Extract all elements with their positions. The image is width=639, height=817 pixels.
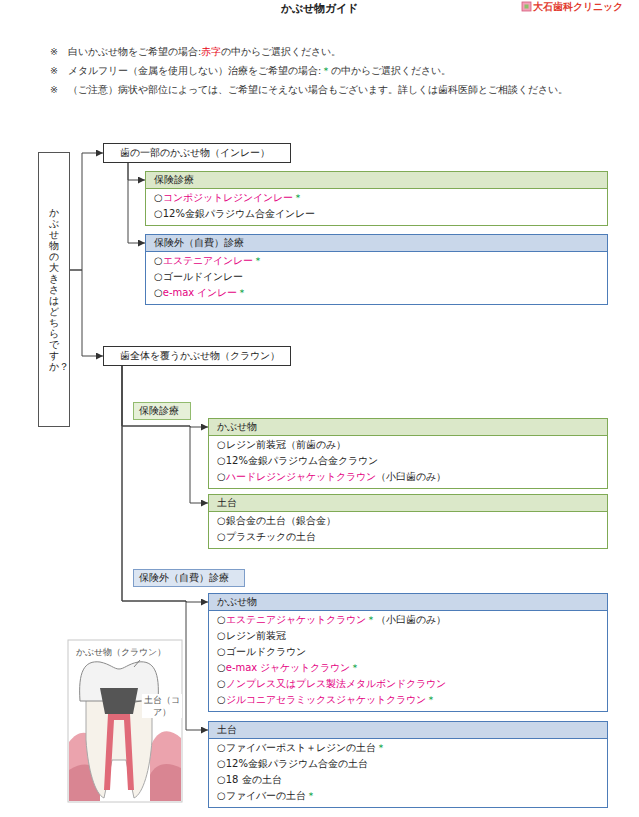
note-text: 赤字 xyxy=(201,46,221,57)
gum xyxy=(150,731,181,801)
tree-connector xyxy=(122,366,208,503)
tooth-illustration xyxy=(68,640,182,802)
tree-connector xyxy=(128,163,145,243)
question-box: かぶせ物の大きさはどちらですか？ xyxy=(38,152,70,427)
question-text: かぶせ物の大きさはどちらですか？ xyxy=(49,207,59,372)
option-item: ○レジン前装冠（前歯のみ） xyxy=(209,437,607,453)
note-line: ※（ご注意）病状や部位によっては、ご希望にそえない場合もございます。詳しくは歯科… xyxy=(50,84,568,97)
category-text: 歯の一部のかぶせ物（インレー） xyxy=(120,147,284,159)
note-mark: ※ xyxy=(50,46,68,57)
option-group: かぶせ物○エステニアジャケットクラウン＊（小臼歯のみ）○レジン前装冠○ゴールドク… xyxy=(208,593,608,712)
option-group: 土台○ファイバーポスト＋レジンの土台＊○12%金銀パラジウム合金の土台○18 金… xyxy=(208,721,608,808)
note-mark: ※ xyxy=(50,65,68,76)
option-item: ○エステニアインレー＊ xyxy=(146,253,607,269)
note-text: 白いかぶせ物をご希望の場合: xyxy=(68,46,201,57)
tag-text: 保険外（自費）診療 xyxy=(139,572,239,584)
option-item: ○ファイバーの土台＊ xyxy=(209,788,607,807)
tag-text: 保険診療 xyxy=(139,405,185,417)
illustration-frame xyxy=(68,640,182,802)
tree-connector xyxy=(128,163,145,180)
clinic-logo: 大石歯科クリニック xyxy=(533,1,623,14)
option-item: ○ファイバーポスト＋レジンの土台＊ xyxy=(209,740,607,756)
option-item: ○ノンプレス又はプレス製法メタルボンドクラウン xyxy=(209,676,607,692)
group-heading: 保険診療 xyxy=(146,172,607,189)
option-item: ○e-max インレー＊ xyxy=(146,285,607,304)
group-heading: 保険外（自費）診療 xyxy=(146,235,607,252)
part-label: かぶせ物（クラウン） xyxy=(76,646,166,658)
note-mark: ※ xyxy=(50,84,68,95)
option-item: ○銀合金の土台（銀合金） xyxy=(209,513,607,529)
option-item: ○e-max ジャケットクラウン＊ xyxy=(209,660,607,676)
option-item: ○プラスチックの土台 xyxy=(209,529,607,548)
option-group: 土台○銀合金の土台（銀合金）○プラスチックの土台 xyxy=(208,494,608,549)
part-label: 土台（コア） xyxy=(142,694,182,718)
group-heading: かぶせ物 xyxy=(209,419,607,436)
option-item: ○ハードレジンジャケットクラウン（小臼歯のみ） xyxy=(209,469,607,488)
insurance-tag: 保険診療 xyxy=(133,402,191,420)
option-group: かぶせ物○レジン前装冠（前歯のみ）○12%金銀パラジウム合金クラウン○ハードレジ… xyxy=(208,418,608,489)
option-item: ○12%金銀パラジウム合金の土台 xyxy=(209,756,607,772)
category-box: 歯の一部のかぶせ物（インレー） xyxy=(103,143,291,163)
leader-line xyxy=(135,701,141,702)
note-text: ＊ xyxy=(321,65,331,76)
option-item: ○コンポジットレジンインレー＊ xyxy=(146,190,607,206)
option-item: ○12%金銀パラジウム合金クラウン xyxy=(209,453,607,469)
note-text: （ご注意）病状や部位によっては、ご希望にそえない場合もございます。詳しくは歯科医… xyxy=(68,84,568,95)
option-group: 保険外（自費）診療○エステニアインレー＊○ゴールドインレー○e-max インレー… xyxy=(145,234,608,305)
pulp xyxy=(104,714,134,790)
category-box: 歯全体を覆うかぶせ物（クラウン） xyxy=(103,346,291,366)
note-text: の中からご選択ください。 xyxy=(331,65,451,76)
option-item: ○エステニアジャケットクラウン＊（小臼歯のみ） xyxy=(209,612,607,628)
leader-line xyxy=(134,660,140,667)
option-item: ○12%金銀パラジウム合金インレー xyxy=(146,206,607,225)
option-item: ○ジルコニアセラミックスジャケットクラウン＊ xyxy=(209,692,607,711)
group-heading: かぶせ物 xyxy=(209,594,607,611)
tree-connector xyxy=(70,153,103,270)
option-item: ○ゴールドクラウン xyxy=(209,644,607,660)
category-text: 歯全体を覆うかぶせ物（クラウン） xyxy=(120,350,284,362)
option-item: ○18 金の土台 xyxy=(209,772,607,788)
note-text: メタルフリー（金属を使用しない）治療をご希望の場合: xyxy=(68,65,321,76)
tree-connector xyxy=(122,366,208,427)
tree-connector xyxy=(70,270,103,356)
logo-icon-dot xyxy=(525,5,529,9)
group-heading: 土台 xyxy=(209,495,607,512)
core-shape xyxy=(100,688,138,714)
note-line: ※メタルフリー（金属を使用しない）治療をご希望の場合:＊の中からご選択ください。 xyxy=(50,65,451,78)
note-line: ※白いかぶせ物をご希望の場合:赤字の中からご選択ください。 xyxy=(50,46,341,59)
insurance-tag: 保険外（自費）診療 xyxy=(133,569,245,587)
option-item: ○ゴールドインレー xyxy=(146,269,607,285)
option-group: 保険診療○コンポジットレジンインレー＊○12%金銀パラジウム合金インレー xyxy=(145,171,608,226)
group-heading: 土台 xyxy=(209,722,607,739)
tree-connector xyxy=(122,366,208,602)
option-item: ○レジン前装冠 xyxy=(209,628,607,644)
logo-icon xyxy=(522,2,531,11)
note-text: の中からご選択ください。 xyxy=(221,46,341,57)
gum-shade xyxy=(150,764,181,801)
